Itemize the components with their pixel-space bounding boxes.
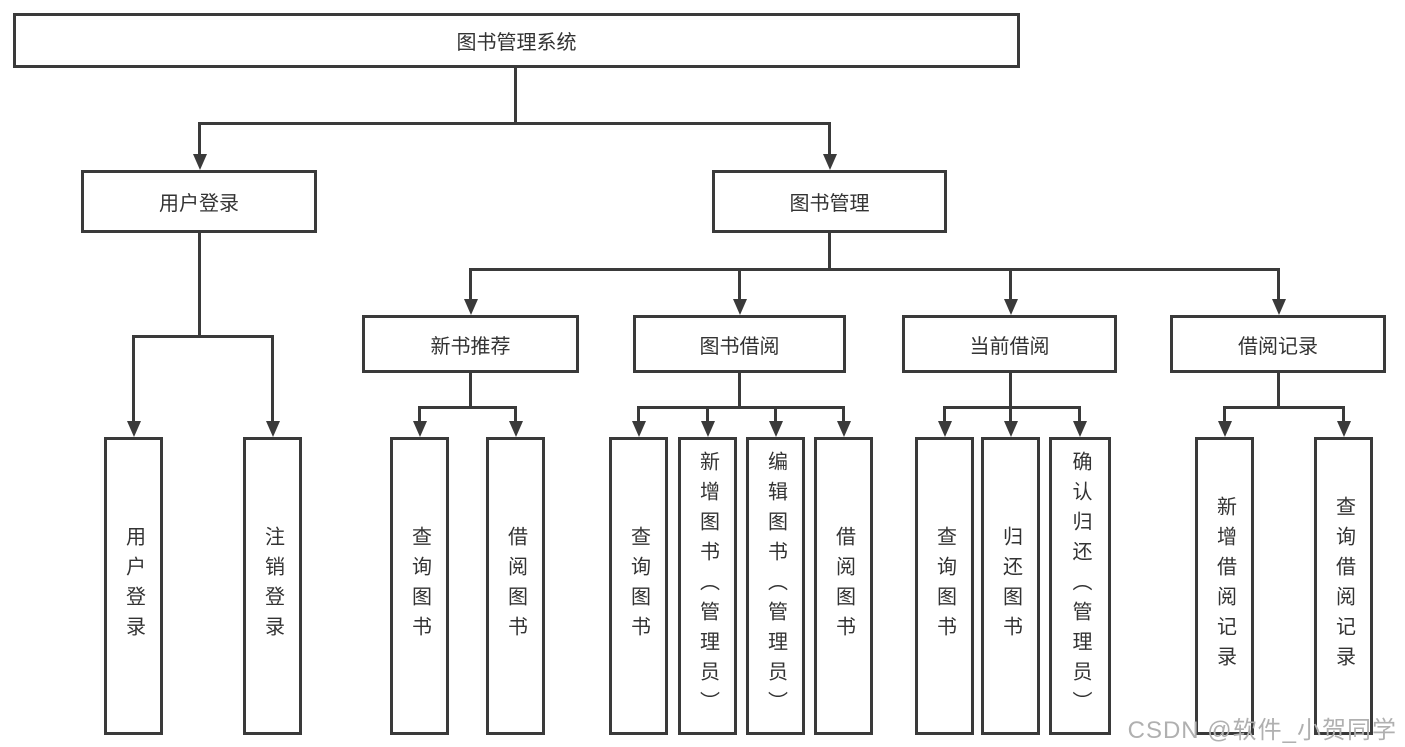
node-new-book-recommend: 新书推荐 — [362, 315, 579, 373]
connector-line — [1009, 373, 1012, 409]
arrowhead-down-icon — [1004, 299, 1018, 315]
connector-line — [132, 335, 274, 338]
leaf-confirm-return-admin-label: 确认归还（管理员） — [1069, 451, 1091, 721]
connector-line — [198, 233, 201, 338]
connector-line — [132, 335, 135, 422]
connector-line — [774, 406, 777, 423]
connector-line — [738, 268, 741, 301]
arrowhead-down-icon — [1337, 421, 1351, 437]
connector-line — [198, 122, 831, 125]
connector-line — [514, 68, 517, 122]
node-borrowing-records: 借阅记录 — [1170, 315, 1386, 373]
arrowhead-down-icon — [1272, 299, 1286, 315]
leaf-query-borrow-record-label: 查询借阅记录 — [1332, 496, 1355, 676]
arrowhead-down-icon — [837, 421, 851, 437]
leaf-edit-book-admin-label: 编辑图书（管理员） — [764, 451, 787, 721]
arrowhead-down-icon — [1004, 421, 1018, 437]
node-user-login: 用户登录 — [81, 170, 317, 233]
leaf-borrow-books-borrowing: 借阅图书 — [814, 437, 873, 735]
leaf-logout: 注销登录 — [243, 437, 302, 735]
connector-line — [418, 406, 517, 409]
connector-line — [706, 406, 709, 423]
leaf-add-book-admin-label: 新增图书（管理员） — [696, 451, 719, 721]
node-book-borrowing: 图书借阅 — [633, 315, 846, 373]
connector-line — [828, 233, 831, 271]
connector-line — [943, 406, 946, 423]
leaf-user-login: 用户登录 — [104, 437, 163, 735]
arrowhead-down-icon — [266, 421, 280, 437]
arrowhead-down-icon — [632, 421, 646, 437]
arrowhead-down-icon — [733, 299, 747, 315]
connector-line — [1342, 406, 1345, 423]
leaf-query-books-recommend: 查询图书 — [390, 437, 449, 735]
connector-line — [1009, 268, 1012, 301]
leaf-return-books: 归还图书 — [981, 437, 1040, 735]
leaf-query-books-recommend-label: 查询图书 — [408, 526, 431, 646]
node-book-management: 图书管理 — [712, 170, 947, 233]
connector-line — [1223, 406, 1345, 409]
connector-line — [418, 406, 421, 423]
node-current-borrowing: 当前借阅 — [902, 315, 1117, 373]
connector-line — [271, 335, 274, 422]
leaf-query-books-borrowing-label: 查询图书 — [627, 526, 650, 646]
leaf-query-books-current-label: 查询图书 — [933, 526, 956, 646]
leaf-add-borrow-record-label: 新增借阅记录 — [1213, 496, 1236, 676]
connector-line — [469, 268, 472, 301]
arrowhead-down-icon — [1073, 421, 1087, 437]
leaf-borrow-books-recommend: 借阅图书 — [486, 437, 545, 735]
connector-line — [1277, 373, 1280, 409]
connector-line — [637, 406, 845, 409]
leaf-add-book-admin: 新增图书（管理员） — [678, 437, 737, 735]
connector-line — [514, 406, 517, 423]
arrowhead-down-icon — [127, 421, 141, 437]
leaf-query-books-current: 查询图书 — [915, 437, 974, 735]
leaf-confirm-return-admin: 确认归还（管理员） — [1049, 437, 1111, 735]
arrowhead-down-icon — [193, 154, 207, 170]
connector-line — [1277, 268, 1280, 301]
connector-line — [738, 373, 741, 409]
leaf-query-books-borrowing: 查询图书 — [609, 437, 668, 735]
leaf-edit-book-admin: 编辑图书（管理员） — [746, 437, 805, 735]
leaf-return-books-label: 归还图书 — [999, 526, 1022, 646]
connector-line — [828, 122, 831, 156]
arrowhead-down-icon — [509, 421, 523, 437]
arrowhead-down-icon — [823, 154, 837, 170]
connector-line — [1223, 406, 1226, 423]
connector-line — [469, 373, 472, 409]
connector-line — [469, 268, 1280, 271]
arrowhead-down-icon — [413, 421, 427, 437]
arrowhead-down-icon — [1218, 421, 1232, 437]
leaf-query-borrow-record: 查询借阅记录 — [1314, 437, 1373, 735]
connector-line — [943, 406, 1081, 409]
arrowhead-down-icon — [769, 421, 783, 437]
connector-line — [842, 406, 845, 423]
connector-line — [198, 122, 201, 156]
leaf-borrow-books-borrowing-label: 借阅图书 — [832, 526, 855, 646]
leaf-user-login-label: 用户登录 — [122, 526, 145, 646]
node-library-system: 图书管理系统 — [13, 13, 1020, 68]
leaf-add-borrow-record: 新增借阅记录 — [1195, 437, 1254, 735]
connector-line — [1078, 406, 1081, 423]
arrowhead-down-icon — [701, 421, 715, 437]
arrowhead-down-icon — [464, 299, 478, 315]
connector-line — [1009, 406, 1012, 423]
connector-line — [637, 406, 640, 423]
arrowhead-down-icon — [938, 421, 952, 437]
leaf-borrow-books-recommend-label: 借阅图书 — [504, 526, 527, 646]
watermark: CSDN @软件_小贺同学 — [1127, 717, 1397, 744]
leaf-logout-label: 注销登录 — [261, 526, 284, 646]
